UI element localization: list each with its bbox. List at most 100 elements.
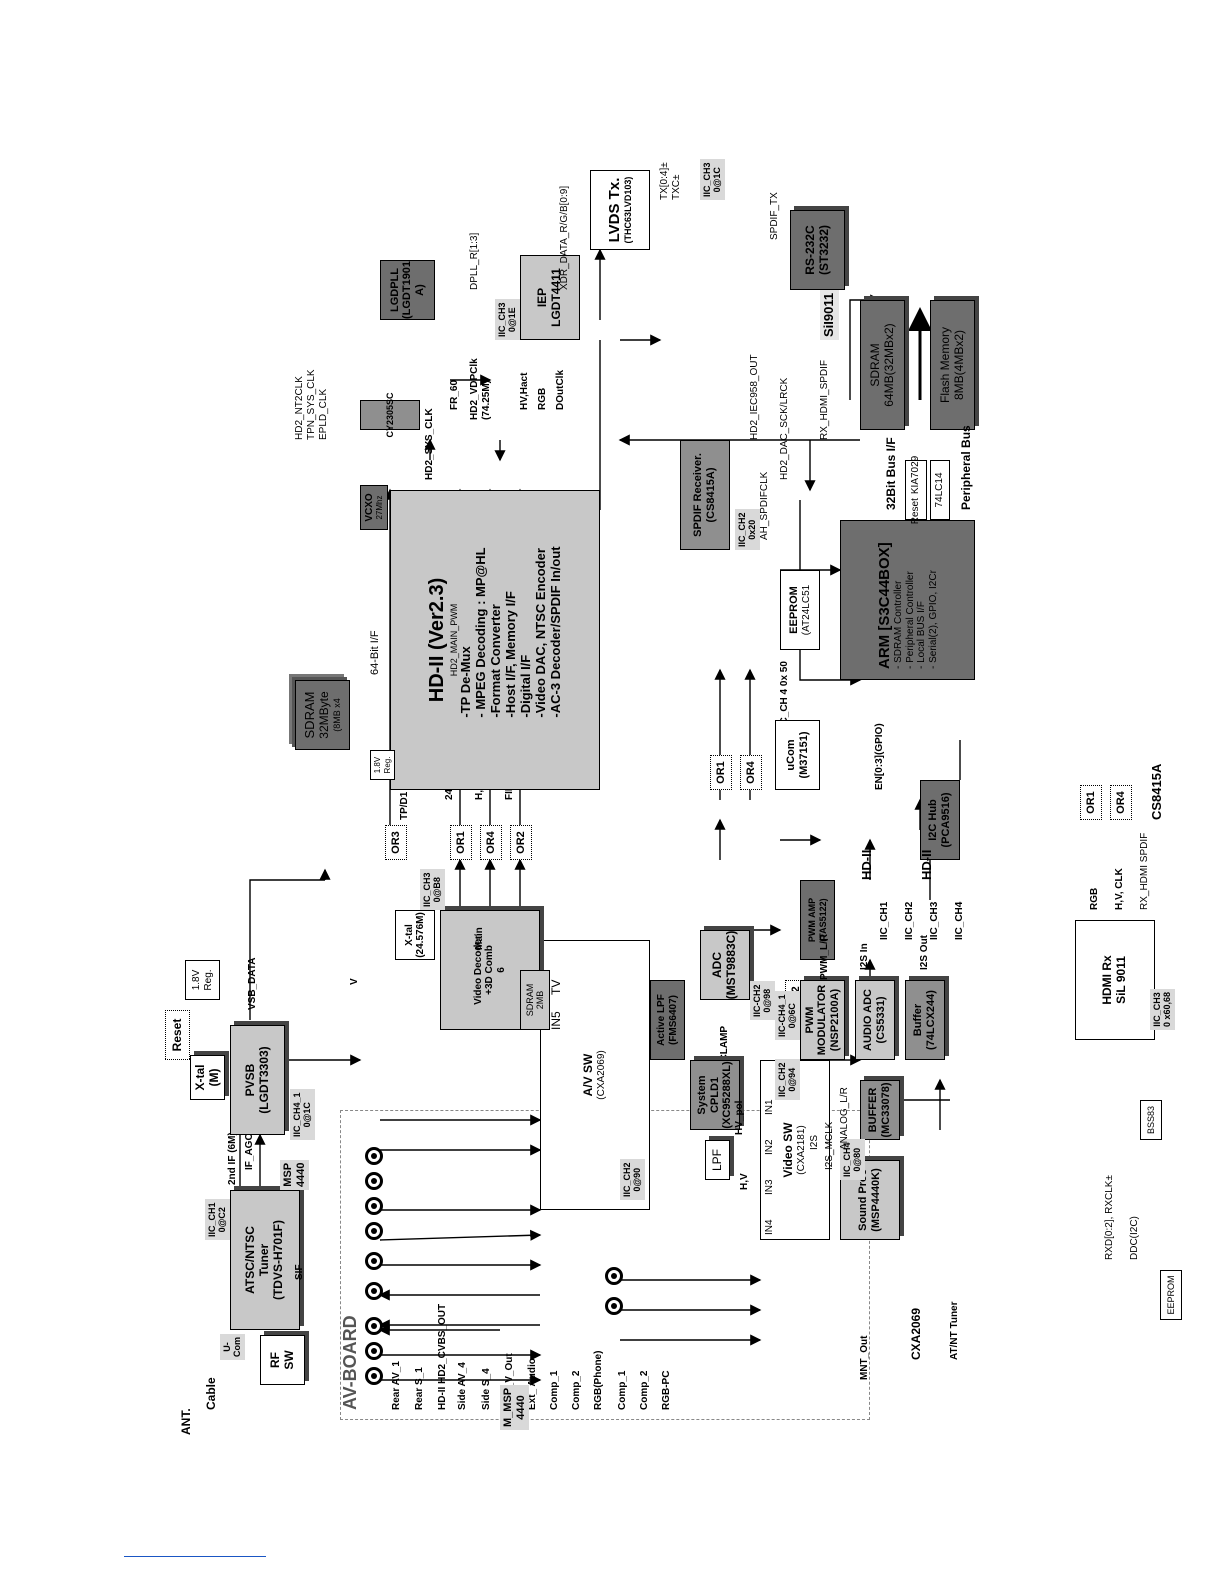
video-sw-line2: (CXA2181): [796, 1125, 808, 1175]
ucom-small-line1: U-: [222, 1342, 232, 1352]
reset-chip-line2: KIA7029: [910, 455, 922, 495]
xtal-m-line2: (M): [206, 1068, 221, 1087]
av-sw-in5: IN5: [549, 1011, 563, 1030]
input-side-s4: Side S_4: [481, 1368, 492, 1410]
sdram-main-line1: SDRAM: [301, 691, 317, 739]
pwm-lr-label: PWM_L/R: [819, 933, 830, 980]
reset-small: Reset: [165, 1010, 190, 1060]
input-comp2: Comp_2: [571, 1370, 582, 1410]
lvds-panel-iic: IIC_CH3 0@1C: [700, 159, 725, 200]
rxd-label: RXD[0:2], RXCLK±: [1104, 1175, 1115, 1260]
input-ext-audio: Ext_ Audio: [527, 1358, 538, 1410]
input-hd2-cvbs: HD-II HD2_CVBS_OUT: [437, 1303, 448, 1410]
i2s-label: I2S: [809, 1134, 820, 1150]
hdmi-rx-line2: SiL 9011: [1114, 956, 1128, 1004]
jack-comp2-lower: [605, 1297, 623, 1315]
buffer-mc-line2: (MC33078): [880, 1082, 892, 1138]
sdram-vd: SDRAM 2MB: [520, 970, 550, 1030]
av-sw-tv: TV: [549, 979, 563, 995]
vcxo-line2: 27Mhz: [375, 495, 385, 520]
adc-iic-address: 0@98: [762, 988, 773, 1013]
atnt-tuner-label: AT/NT Tuner: [949, 1301, 960, 1360]
sdram-vd-line2: 2MB: [535, 990, 545, 1010]
active-lpf-line1: Active LPF: [656, 994, 667, 1046]
buffer-74: Buffer (74LCX244): [905, 980, 945, 1060]
sif-label: SIF: [294, 1264, 305, 1280]
video-sw-in4: IN4: [764, 1219, 775, 1235]
iic-ch4-addr-address: 0x 50: [779, 661, 790, 687]
tuner-iic-address: 0@C2: [217, 1207, 228, 1233]
jack-rear-s1: [365, 1342, 383, 1360]
hd2-feature-5: -Digital I/F: [518, 654, 534, 718]
hdmi-rx-line1: HDMI Rx: [1100, 955, 1115, 1005]
spdif-receiver-line2: (CS8415A): [705, 467, 717, 523]
cpld-block: System CPLD1 (XC95288XL): [690, 1060, 740, 1130]
pwm-mod-line1: PWM: [803, 1006, 816, 1034]
chip-74lc14-label: 74LC14: [934, 472, 946, 508]
hv-pol-label: HV_pol: [734, 1100, 745, 1135]
i2c-hub: I2C Hub (PCA9516): [920, 780, 960, 860]
diagram-canvas: AV-BOARD ANT. Cable RF SW U- Com ATSC/NT…: [160, 140, 1182, 1440]
adc-iic-channel: IIC-CH2: [752, 984, 762, 1017]
rx-hdmi-spdif2-label: RX_HDMI SPDIF: [1139, 832, 1150, 910]
sdram-arm-line2: 64MB(32MBx2): [881, 323, 896, 407]
spdif-tx-label: SPDIF_TX: [769, 192, 780, 240]
av-sw-iic-channel: IIC_CH2: [622, 1162, 632, 1197]
input-comp1-lower: Comp_1: [617, 1370, 628, 1410]
vdp-freq-label: (74.25M): [481, 379, 492, 420]
av-sw-line2: (CXA2069): [596, 1050, 608, 1100]
or2-a: OR2: [510, 825, 532, 860]
lvds-line2: (THC63LVD103): [623, 176, 634, 244]
v-label: V: [349, 978, 360, 985]
reset-chip-line1: Reset: [910, 498, 922, 525]
bss83-label: BSS83: [1145, 1105, 1156, 1135]
or4-b: OR4: [740, 755, 762, 790]
video-decoder-line2: +3D Comb: [484, 945, 496, 995]
video-sw-in2: IN2: [764, 1139, 775, 1155]
jack-side-av4: [365, 1282, 383, 1300]
pvsb-line1: PVSB: [242, 1063, 257, 1097]
adc-iic: IIC-CH2 0@98: [750, 981, 775, 1020]
doutclk-label: DOutClk: [555, 370, 566, 410]
iic-ch2-label: IIC_CH2: [904, 901, 915, 940]
or3-label: OR3: [389, 831, 402, 854]
video-decoder-iic-address: 0@B8: [432, 877, 443, 903]
mnt-out-label: MNT_Out: [859, 1335, 870, 1380]
msp-small: MSP 4440: [280, 1159, 310, 1190]
rf-switch-line1: RF: [267, 1352, 282, 1368]
iic-ch4-label: IIC_CH4: [954, 901, 965, 940]
analog-lr-label: ANALOG_L/R: [839, 1087, 850, 1150]
jack-hd2-cvbs: [365, 1317, 383, 1335]
rf-switch-line2: SW: [281, 1350, 296, 1370]
flash-line1: Flash Memory: [937, 327, 952, 404]
hd2-title: HD-II (Ver2.3): [426, 577, 449, 703]
hv-hact-label: HV,Hact: [519, 372, 530, 410]
clk-3: EPLD_CLK: [318, 388, 329, 440]
input-rgb-pc: RGB-PC: [661, 1370, 672, 1410]
or1-a: OR1: [450, 825, 472, 860]
ucom-line2: (M37151): [797, 731, 810, 779]
footer-link-line: [124, 1556, 266, 1557]
if-agc-label: IF_AGC: [244, 1133, 255, 1170]
clk-2: TPN_SYS_CLK: [306, 369, 317, 440]
video-sw-iic-address: 0@94: [787, 1067, 798, 1092]
input-comp2-lower: Comp_2: [639, 1370, 650, 1410]
lgdpll-line2: (LGDT1901: [401, 260, 414, 320]
chip-74lc14: 74LC14: [930, 460, 950, 520]
i2s-in-label: I2S In: [859, 943, 870, 970]
or4-a-label: OR4: [484, 831, 497, 854]
eeprom-arm-line1: EEPROM: [787, 586, 800, 634]
arm-feature-1: - SDRAM Controller: [893, 580, 905, 669]
lvds-line1: LVDS Tx.: [606, 177, 624, 243]
cpld-line1: System: [696, 1075, 709, 1115]
i2s-mclk-label: I2S_MCLK: [824, 1121, 835, 1170]
video-decoder-iic-channel: IIC_CH3: [422, 872, 432, 907]
dpll-r-label: DPLL_R[1:3]: [469, 232, 480, 290]
av-board-title: AV-BOARD: [340, 1315, 360, 1410]
reset-chip: Reset KIA7029: [905, 456, 927, 524]
tuner-iic: IIC_CH1 0@C2: [205, 1199, 230, 1240]
flash-block: Flash Memory 8MB(4MBx2): [930, 300, 975, 430]
rs232-line1: RS-232C: [802, 225, 817, 275]
or4-a: OR4: [480, 825, 502, 860]
pvsb-block: PVSB (LGDT3303): [230, 1025, 285, 1135]
